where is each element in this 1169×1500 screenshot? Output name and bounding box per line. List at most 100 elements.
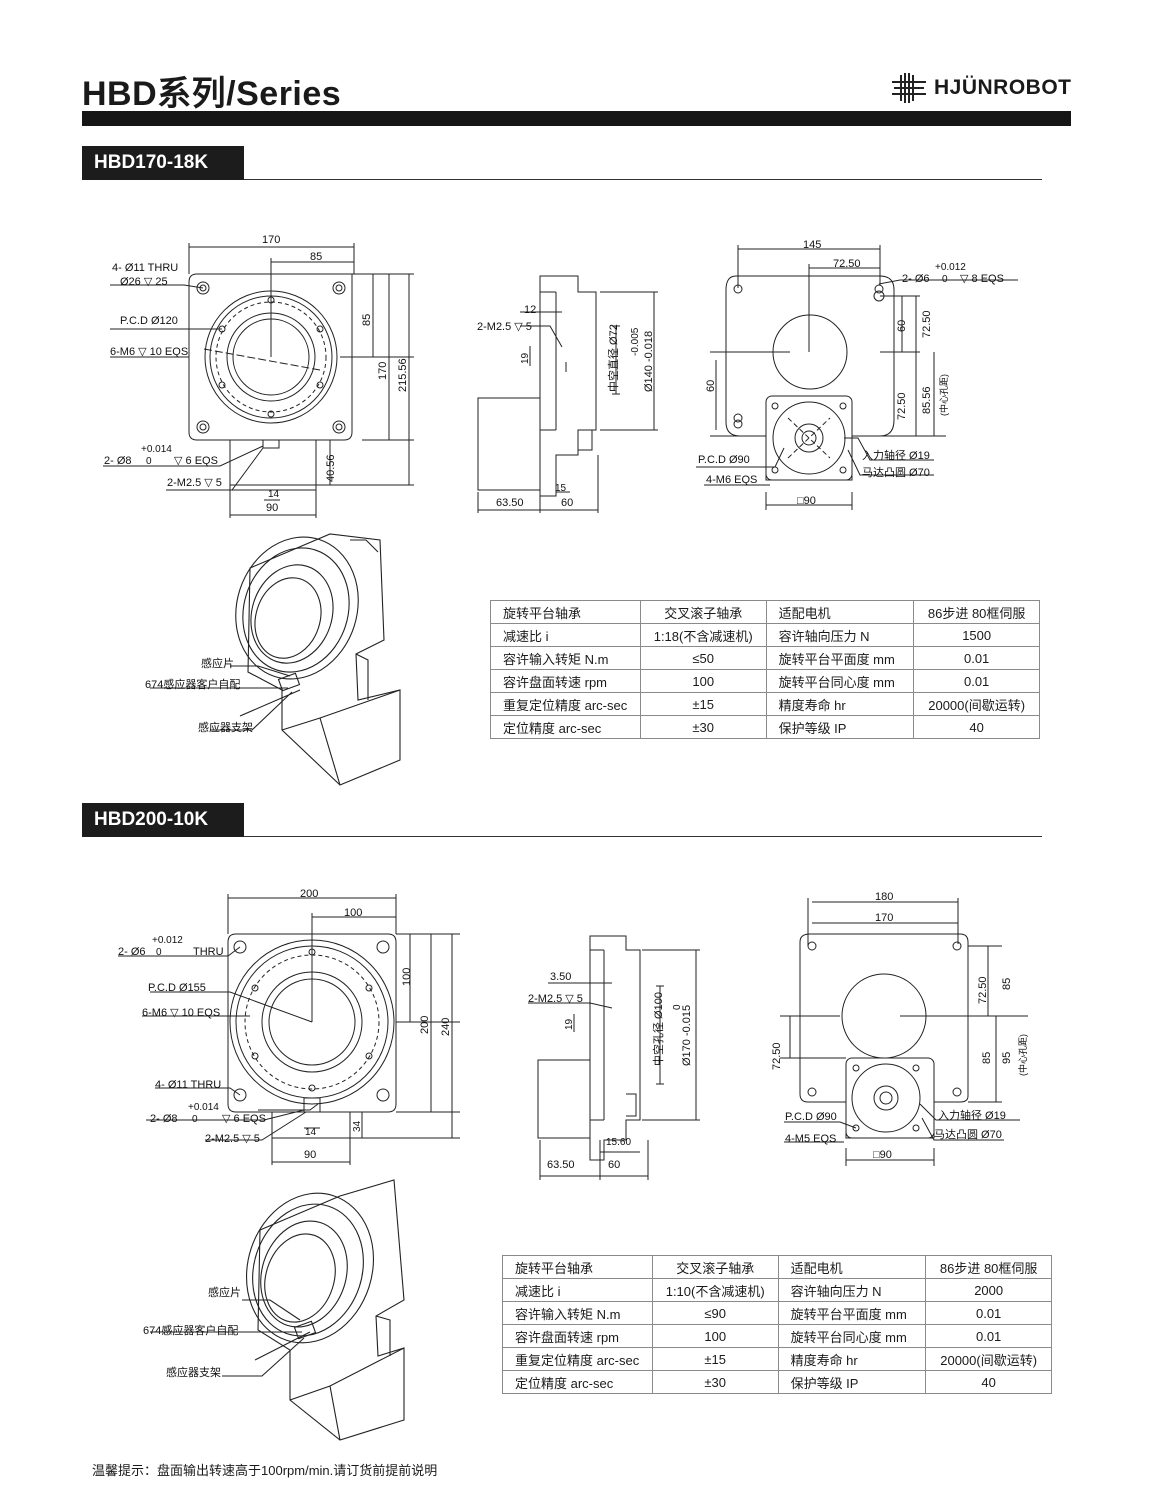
svg-text:▽ 8 EQS: ▽ 8 EQS (960, 273, 1004, 285)
model-tag: HBD170-18K (82, 146, 244, 180)
svg-text:85: 85 (981, 1052, 993, 1064)
svg-text:19: 19 (564, 1018, 575, 1030)
svg-text:2-M2.5 ▽ 5: 2-M2.5 ▽ 5 (205, 1133, 260, 1145)
side-view-drawing: 12 2-M2.5 ▽ 5 19 中空直径 Ø72 Ø140 -0.018 -0… (477, 275, 658, 513)
svg-text:2-M2.5 ▽ 5: 2-M2.5 ▽ 5 (477, 321, 532, 333)
svg-text:Ø26 ▽ 25: Ø26 ▽ 25 (120, 276, 168, 288)
model-tag: HBD200-10K (82, 803, 244, 837)
header-rule (82, 111, 1071, 126)
svg-text:100: 100 (344, 907, 362, 919)
svg-text:0: 0 (942, 274, 948, 285)
svg-text:60: 60 (896, 320, 908, 332)
svg-text:180: 180 (875, 891, 893, 903)
svg-text:170: 170 (875, 912, 893, 924)
svg-text:72.50: 72.50 (921, 310, 933, 338)
svg-text:4-M6 EQS: 4-M6 EQS (706, 474, 757, 486)
svg-text:-0.005: -0.005 (630, 327, 641, 356)
svg-text:中空孔径 Ø100: 中空孔径 Ø100 (651, 992, 665, 1066)
rear-view-drawing: 180 170 72.50 85 72.50 85 95 (中心孔距) P.C.… (771, 891, 1028, 1166)
svg-text:2- Ø8: 2- Ø8 (150, 1113, 178, 1125)
svg-text:60: 60 (608, 1159, 620, 1171)
svg-text:200: 200 (419, 1016, 431, 1034)
svg-text:674感应器客户自配: 674感应器客户自配 (145, 677, 240, 691)
svg-text:入力轴径 Ø19: 入力轴径 Ø19 (938, 1108, 1006, 1122)
svg-text:215.56: 215.56 (397, 358, 409, 392)
svg-text:3.50: 3.50 (550, 971, 571, 983)
svg-text:4- Ø11 THRU: 4- Ø11 THRU (155, 1079, 221, 1091)
svg-text:12: 12 (524, 304, 536, 316)
svg-text:+0.014: +0.014 (188, 1102, 219, 1113)
svg-text:63.50: 63.50 (547, 1159, 575, 1171)
svg-text:(中心孔距): (中心孔距) (1017, 1034, 1028, 1076)
svg-text:85.56: 85.56 (921, 386, 933, 414)
svg-text:85: 85 (310, 251, 322, 263)
svg-text:72.50: 72.50 (771, 1042, 783, 1070)
footer-note: 温馨提示：盘面输出转速高于100rpm/min.请订货前提前说明 (92, 1463, 438, 1478)
svg-text:200: 200 (300, 888, 318, 900)
svg-text:72.50: 72.50 (833, 258, 861, 270)
svg-text:2-M2.5 ▽ 5: 2-M2.5 ▽ 5 (167, 477, 222, 489)
model-rule (244, 836, 1042, 837)
rear-view-drawing: 145 72.50 +0.012 0 2- Ø6 ▽ 8 EQS 60 72.5… (696, 239, 1018, 510)
svg-text:90: 90 (304, 1149, 316, 1161)
svg-text:2-M2.5 ▽ 5: 2-M2.5 ▽ 5 (528, 993, 583, 1005)
svg-text:感应片: 感应片 (208, 1285, 241, 1299)
svg-text:▽ 6 EQS: ▽ 6 EQS (222, 1113, 266, 1125)
page-title: HBD系列/Series (82, 75, 342, 113)
front-view-drawing: 170 85 4- Ø11 THRU Ø26 ▽ 25 P.C.D Ø120 6… (103, 234, 414, 518)
svg-text:□90: □90 (797, 495, 816, 507)
svg-text:63.50: 63.50 (496, 497, 524, 509)
svg-text:马达凸圆 Ø70: 马达凸圆 Ø70 (934, 1128, 1002, 1141)
svg-text:THRU: THRU (193, 946, 224, 958)
svg-text:170: 170 (377, 362, 389, 380)
svg-text:P.C.D Ø90: P.C.D Ø90 (785, 1111, 837, 1123)
svg-text:90: 90 (266, 502, 278, 514)
isometric-drawing: 感应片 674感应器客户自配 感应器支架 (145, 533, 401, 786)
svg-text:+0.012: +0.012 (152, 935, 183, 946)
svg-text:72.50: 72.50 (977, 976, 989, 1004)
svg-text:P.C.D Ø155: P.C.D Ø155 (148, 982, 206, 994)
svg-text:170: 170 (262, 234, 280, 246)
svg-text:+0.014: +0.014 (141, 444, 172, 455)
svg-text:0: 0 (672, 1004, 683, 1010)
svg-text:240: 240 (440, 1018, 452, 1036)
brand-name: HJÜNROBOT (934, 76, 1072, 99)
svg-text:60: 60 (561, 497, 573, 509)
svg-text:95: 95 (1001, 1052, 1013, 1064)
side-view-drawing: 3.50 2-M2.5 ▽ 5 19 中空孔径 Ø100 Ø170 -0.015… (528, 935, 700, 1180)
svg-text:入力轴径 Ø19: 入力轴径 Ø19 (862, 448, 930, 462)
svg-text:14: 14 (305, 1127, 317, 1138)
svg-text:0: 0 (146, 456, 152, 467)
svg-text:中空直径 Ø72: 中空直径 Ø72 (606, 324, 620, 392)
svg-text:15: 15 (555, 483, 567, 494)
svg-text:感应器支架: 感应器支架 (198, 720, 253, 734)
svg-text:感应器支架: 感应器支架 (166, 1365, 221, 1379)
svg-text:P.C.D Ø120: P.C.D Ø120 (120, 315, 178, 327)
svg-text:15.60: 15.60 (606, 1137, 631, 1148)
svg-text:0: 0 (192, 1114, 198, 1125)
svg-text:674感应器客户自配: 674感应器客户自配 (143, 1323, 238, 1337)
svg-text:72.50: 72.50 (896, 392, 908, 420)
svg-text:34: 34 (352, 1120, 363, 1132)
svg-text:马达凸圆 Ø70: 马达凸圆 Ø70 (862, 466, 930, 479)
svg-text:85: 85 (361, 314, 373, 326)
svg-text:2- Ø6: 2- Ø6 (118, 946, 146, 958)
svg-text:P.C.D Ø90: P.C.D Ø90 (698, 454, 750, 466)
svg-text:100: 100 (401, 968, 413, 986)
svg-text:Ø170 -0.015: Ø170 -0.015 (681, 1005, 693, 1066)
svg-text:4-M5 EQS: 4-M5 EQS (785, 1133, 836, 1145)
brand-logo: HJÜNROBOT (892, 73, 1072, 103)
svg-text:□90: □90 (873, 1149, 892, 1161)
